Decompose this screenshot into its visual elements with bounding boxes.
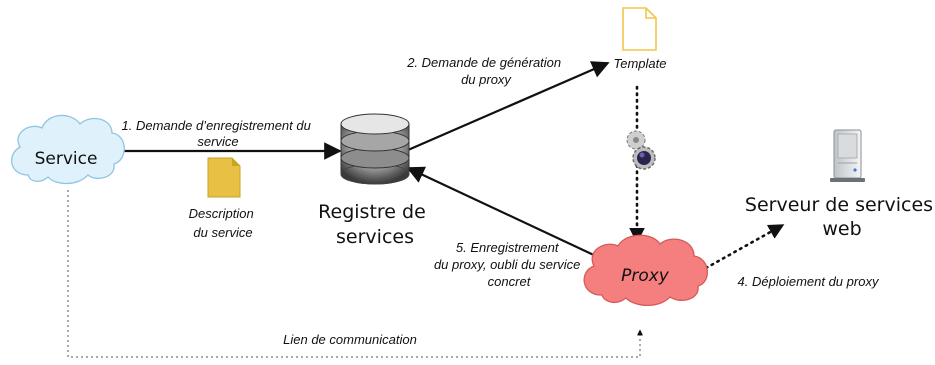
arrow-step2 [407, 61, 610, 152]
template-document-icon [622, 7, 657, 51]
arrow-step4 [704, 223, 785, 270]
description-label: Description du service [189, 206, 258, 240]
communication-link-label: Lien de communication [283, 332, 417, 347]
arrow-step5 [406, 166, 599, 258]
step1-label: 1. Demande d’enregistrement du service [122, 118, 315, 149]
description-document-icon [207, 157, 241, 198]
registry-label: Registre de services [318, 201, 432, 248]
server-icon [830, 129, 865, 182]
database-icon [340, 113, 410, 185]
step4-label: 4. Déploiement du proxy [738, 274, 880, 289]
proxy-cloud: Proxy [583, 234, 708, 307]
server-label: Serveur de services web [745, 194, 935, 240]
gear-icon [626, 130, 656, 170]
service-label: Service [35, 149, 98, 169]
step5-label: 5. Enregistrement du proxy, oubli du ser… [434, 240, 584, 289]
service-cloud: Service [10, 114, 125, 185]
proxy-label: Proxy [621, 266, 670, 286]
step2-label: 2. Demande de génération du proxy [406, 55, 565, 87]
template-label: Template [614, 56, 667, 71]
